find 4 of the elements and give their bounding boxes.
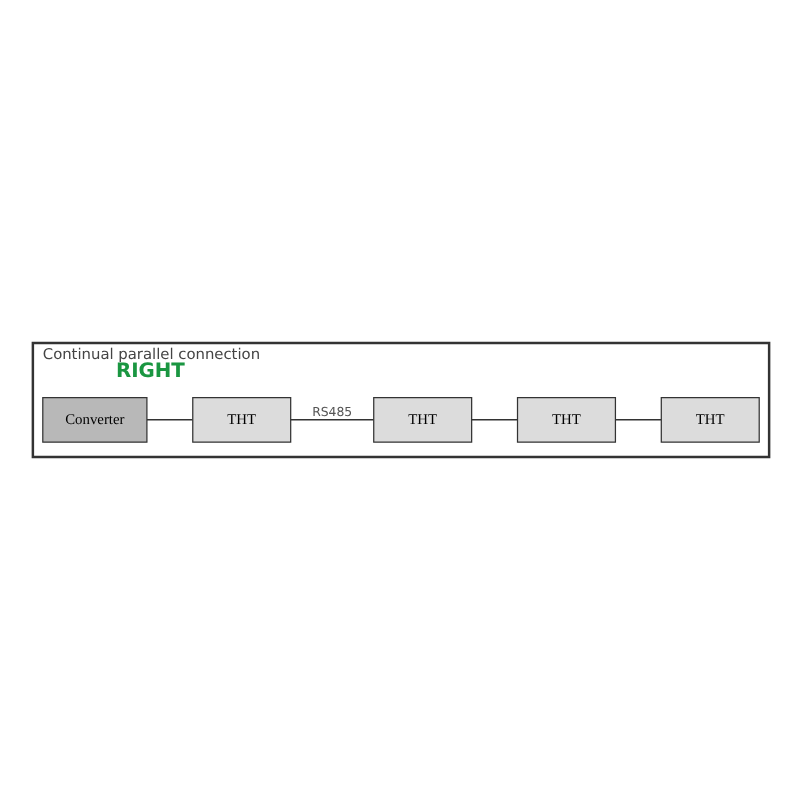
connector <box>470 419 518 421</box>
connector <box>613 419 661 421</box>
connector <box>289 419 374 421</box>
connector <box>145 419 193 421</box>
